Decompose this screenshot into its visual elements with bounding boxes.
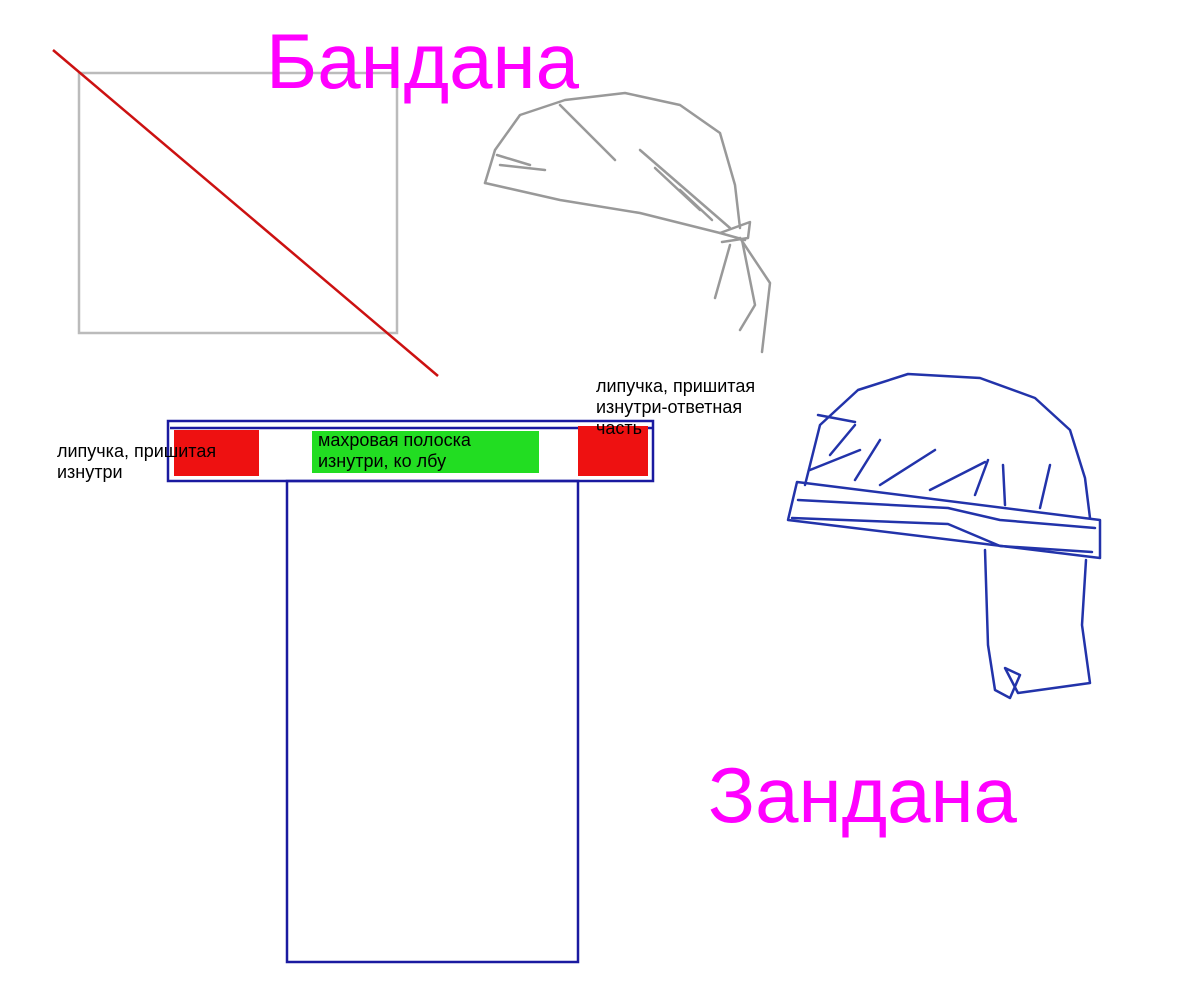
label-velcro-counterpart: липучка, пришитая изнутри-ответная часть — [596, 376, 756, 438]
square-outline — [77, 71, 399, 335]
diagonal-cut-line — [52, 49, 439, 377]
title-zandana: Зандана — [708, 751, 1017, 839]
velcro-right-patch — [578, 426, 648, 476]
label-velcro-inside: липучка, пришитая изнутри — [57, 441, 217, 482]
title-bandana: Бандана — [266, 17, 579, 105]
terry-strip-patch — [312, 431, 539, 473]
label-terry-strip: махровая полоска изнутри, ко лбу — [318, 430, 471, 471]
velcro-left-patch — [174, 430, 259, 476]
tail-panel-outline — [285, 479, 580, 964]
